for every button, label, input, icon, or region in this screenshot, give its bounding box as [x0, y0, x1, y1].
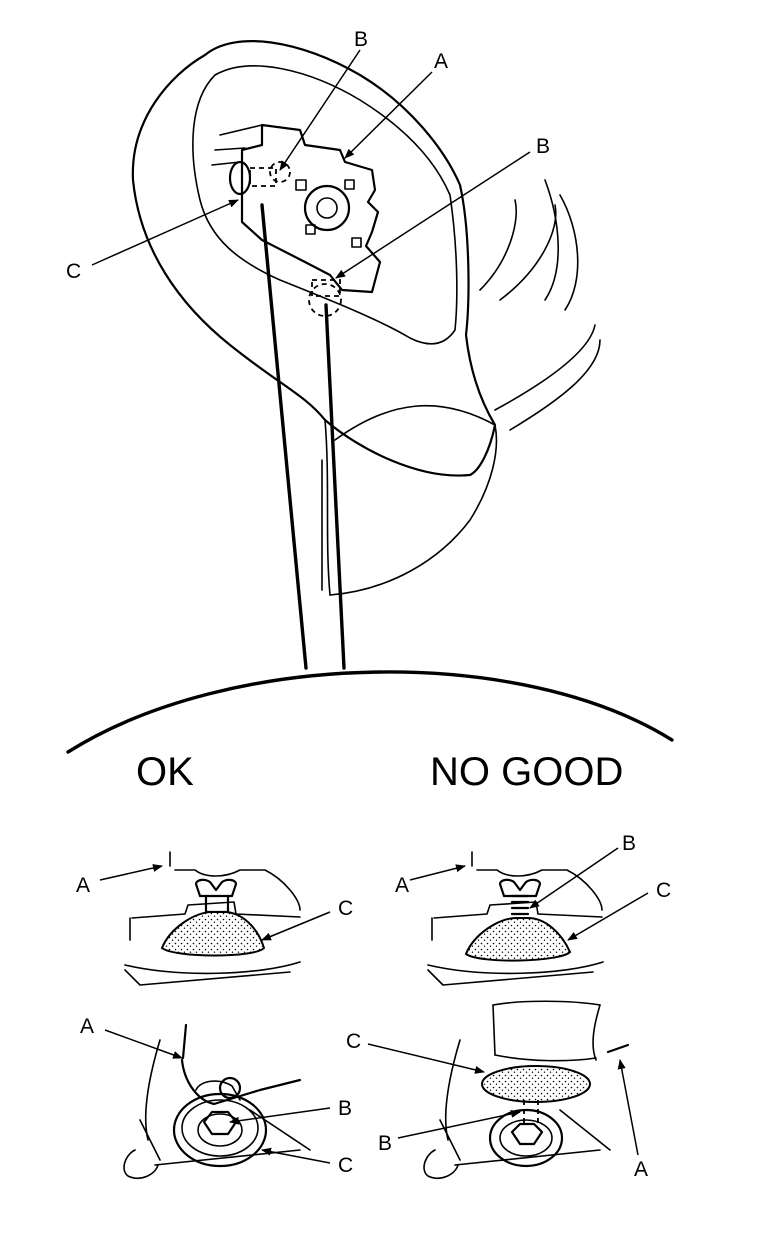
leader-ng-side-C: [567, 892, 649, 941]
leader-main-B-top: [279, 49, 361, 171]
callout-ng-side-B: B: [622, 832, 636, 855]
callout-ok-top-C: C: [338, 1154, 353, 1177]
leader-ok-top-C: [261, 1147, 331, 1164]
ng-side-view: [427, 851, 604, 986]
leader-ok-top-A: [104, 1029, 183, 1059]
ng-top-view: [423, 1000, 630, 1180]
leader-ng-side-A: [409, 864, 466, 881]
leader-ng-top-B: [397, 1109, 521, 1139]
callout-ng-top-B: B: [378, 1132, 392, 1155]
leader-ok-side-C: [261, 911, 331, 941]
callout-ok-top-A: A: [80, 1015, 94, 1038]
leader-main-B-right: [335, 151, 531, 279]
callout-main-A: A: [434, 50, 448, 73]
callout-ok-side-C: C: [338, 897, 353, 920]
leader-main-A: [344, 71, 433, 159]
no-good-heading: NO GOOD: [430, 750, 623, 794]
leader-ng-top-A: [617, 1059, 639, 1156]
callout-main-B-top: B: [354, 28, 368, 51]
callout-ok-side-A: A: [76, 874, 90, 897]
callout-ng-top-C: C: [346, 1030, 361, 1053]
seat-back-illustration: [66, 40, 674, 754]
leader-ok-top-B: [229, 1107, 331, 1125]
leader-main-C: [91, 199, 239, 266]
callout-ok-top-B: B: [338, 1097, 352, 1120]
ok-heading: OK: [136, 750, 194, 794]
leader-ok-side-A: [99, 864, 163, 881]
callout-ng-top-A: A: [634, 1158, 648, 1181]
callout-main-C: C: [66, 260, 81, 283]
callout-main-B-right: B: [536, 135, 550, 158]
ok-top-view: [123, 1023, 311, 1180]
callout-ng-side-C: C: [656, 879, 671, 902]
ok-side-view: [124, 851, 301, 986]
leader-ng-side-B: [529, 847, 619, 909]
callout-ng-side-A: A: [395, 874, 409, 897]
leader-ng-top-C: [367, 1043, 485, 1074]
